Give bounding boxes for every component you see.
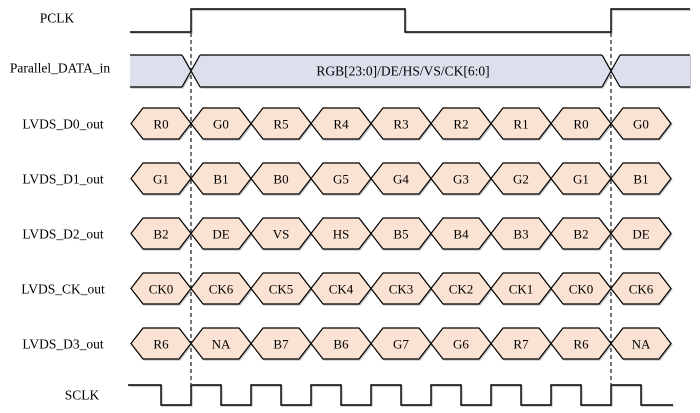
data-cell-label: B1 xyxy=(213,172,228,187)
signal-label-lvds-d0-out: LVDS_D0_out xyxy=(22,117,104,132)
data-cell-label: G1 xyxy=(153,172,169,187)
data-cell-label: B2 xyxy=(573,227,588,242)
data-cell-label: CK4 xyxy=(329,282,354,297)
data-cell-label: R5 xyxy=(273,117,288,132)
bus-value-label: RGB[23:0]/DE/HS/VS/CK[6:0] xyxy=(316,64,489,79)
data-cell-label: B0 xyxy=(273,172,288,187)
data-cell-label: B7 xyxy=(273,337,289,352)
signal-label-pclk: PCLK xyxy=(40,11,75,26)
data-cell-label: CK6 xyxy=(629,282,654,297)
data-cell-label: G6 xyxy=(453,337,469,352)
data-cell-label: CK0 xyxy=(149,282,174,297)
signal-label-lvds-d3-out: LVDS_D3_out xyxy=(22,337,104,352)
data-cell-lvds-d1-out xyxy=(610,162,672,195)
data-cell-label: CK2 xyxy=(449,282,474,297)
signal-label-lvds-ck-out: LVDS_CK_out xyxy=(21,282,105,297)
data-cell-label: CK3 xyxy=(389,282,414,297)
data-cell-label: HS xyxy=(333,227,350,242)
data-cell-lvds-d3-out xyxy=(610,327,672,360)
data-cell-label: R4 xyxy=(333,117,349,132)
data-cell-lvds-d0-out xyxy=(610,107,672,140)
signal-label-lvds-d2-out: LVDS_D2_out xyxy=(22,227,104,242)
data-cell-label: CK1 xyxy=(509,282,534,297)
diagram-text: PCLK Parallel_DATA_in RGB[23:0]/DE/HS/VS/C… xyxy=(10,11,654,403)
data-cell-label: CK0 xyxy=(569,282,594,297)
clock-trace-pclk xyxy=(130,8,690,33)
signal-label-parallel-data-in: Parallel_DATA_in xyxy=(10,61,110,76)
sampling-edge-markers xyxy=(190,33,612,384)
data-cell-label: B6 xyxy=(333,337,349,352)
lvds-data-cells xyxy=(130,107,672,360)
clock-waveforms xyxy=(128,8,690,406)
data-cell-label: B3 xyxy=(513,227,528,242)
data-cell-label: B5 xyxy=(393,227,408,242)
data-cell-label: R1 xyxy=(513,117,528,132)
data-cell-label: R6 xyxy=(153,337,169,352)
data-cell-label: G5 xyxy=(333,172,349,187)
data-cell-label: R0 xyxy=(153,117,168,132)
data-cell-label: B2 xyxy=(153,227,168,242)
data-cell-lvds-d2-out xyxy=(610,217,672,250)
data-cell-label: B4 xyxy=(453,227,469,242)
data-cell-label: G7 xyxy=(393,337,409,352)
data-cell-label: G1 xyxy=(573,172,589,187)
signal-label-lvds-d1-out: LVDS_D1_out xyxy=(22,172,104,187)
data-cell-label: R0 xyxy=(573,117,588,132)
data-cell-label: DE xyxy=(212,227,229,242)
bus-edge-lines xyxy=(200,54,602,88)
data-cell-label: R3 xyxy=(393,117,408,132)
data-cell-label: G2 xyxy=(513,172,529,187)
data-cell-label: CK6 xyxy=(209,282,234,297)
data-cell-label: B1 xyxy=(633,172,648,187)
bus-waveform xyxy=(130,54,690,88)
data-cell-label: G0 xyxy=(633,117,649,132)
signal-label-sclk: SCLK xyxy=(65,388,100,403)
data-cell-label: G0 xyxy=(213,117,229,132)
data-cell-label: G4 xyxy=(393,172,409,187)
bus-segment xyxy=(611,55,690,87)
bus-edge-lines xyxy=(620,54,690,88)
data-cell-label: NA xyxy=(212,337,231,352)
data-cell-label: R2 xyxy=(453,117,468,132)
bus-segment xyxy=(191,55,611,87)
data-cell-label: R7 xyxy=(513,337,529,352)
data-cell-label: VS xyxy=(273,227,290,242)
data-cell-lvds-ck-out xyxy=(610,272,672,305)
data-cell-label: NA xyxy=(632,337,651,352)
data-cell-label: DE xyxy=(632,227,649,242)
bus-segment xyxy=(130,55,191,87)
data-cell-label: CK5 xyxy=(269,282,294,297)
data-cell-label: G3 xyxy=(453,172,469,187)
clock-trace-sclk xyxy=(128,384,673,406)
data-cell-label: R6 xyxy=(573,337,589,352)
bus-edge-lines xyxy=(130,54,182,88)
